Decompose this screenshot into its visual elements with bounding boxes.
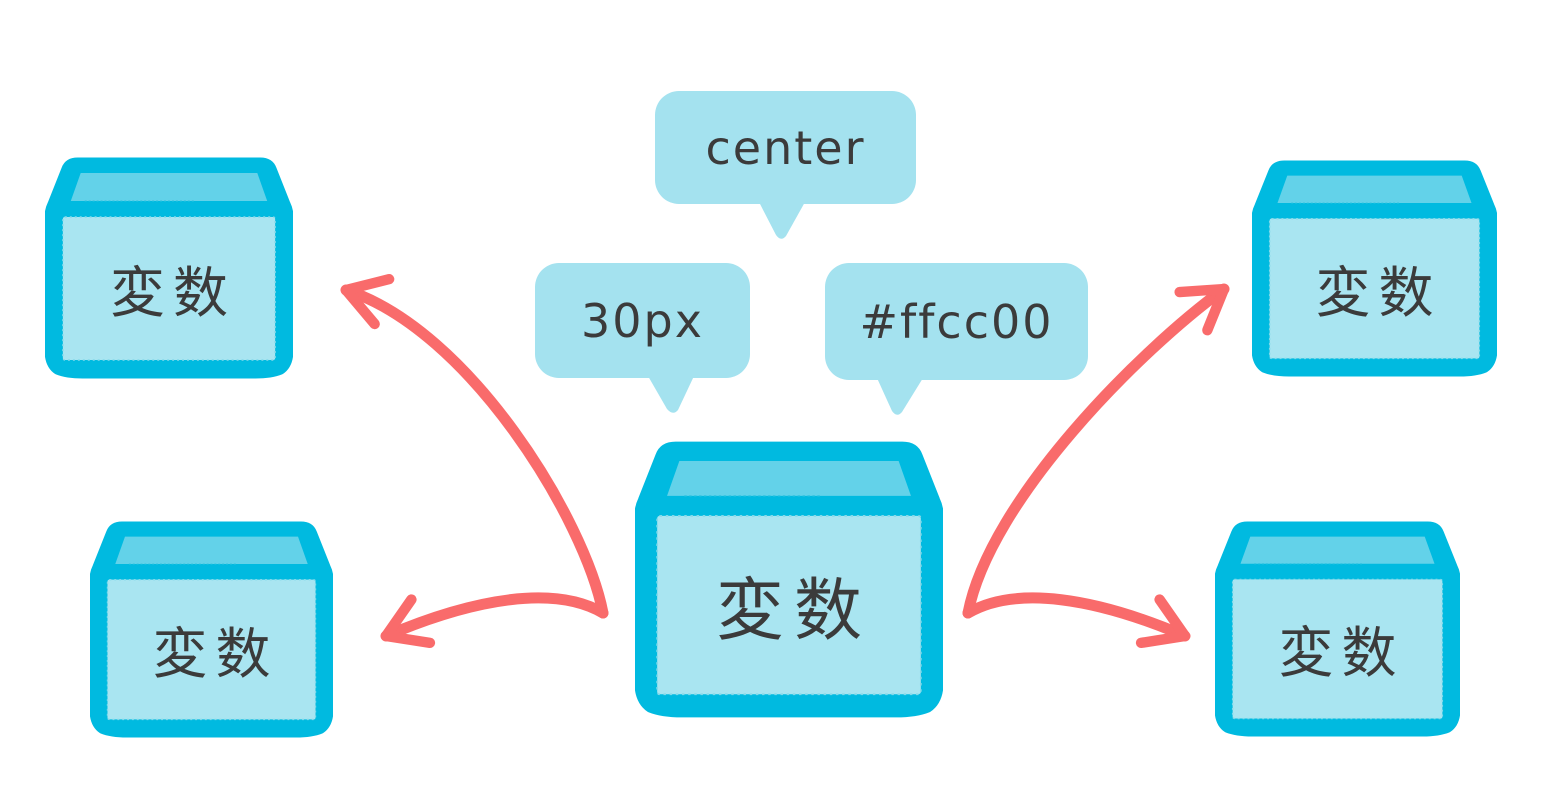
speech-bubble-tail: [648, 376, 694, 413]
bubble-text: #ffcc00: [859, 294, 1054, 349]
variable-box-center: 変数: [635, 441, 943, 718]
variable-box-label: 変数: [1278, 621, 1405, 686]
variable-box-bottom-right: 変数: [1215, 521, 1460, 737]
speech-bubble-30px-value: 30px: [535, 263, 750, 413]
speech-bubble-tail: [877, 378, 923, 415]
variable-box-label: 変数: [1315, 261, 1442, 326]
bubble-text: 30px: [581, 293, 704, 348]
bubble-text: center: [705, 120, 866, 175]
variable-box-bottom-left: 変数: [90, 521, 333, 738]
variable-box-label: 変数: [109, 260, 236, 325]
arrow-center-to-bottom-right: [962, 592, 1191, 649]
speech-bubble-tail: [759, 202, 805, 239]
variable-box-top-left: 変数: [45, 157, 293, 379]
speech-bubble-center-value: center: [655, 91, 916, 239]
arrow-center-to-bottom-left: [380, 592, 609, 649]
variable-box-top-right: 変数: [1252, 160, 1497, 377]
variable-box-label: 変数: [715, 571, 872, 651]
variable-box-label: 変数: [152, 622, 279, 687]
speech-bubble-ffcc00-value: #ffcc00: [825, 263, 1088, 415]
